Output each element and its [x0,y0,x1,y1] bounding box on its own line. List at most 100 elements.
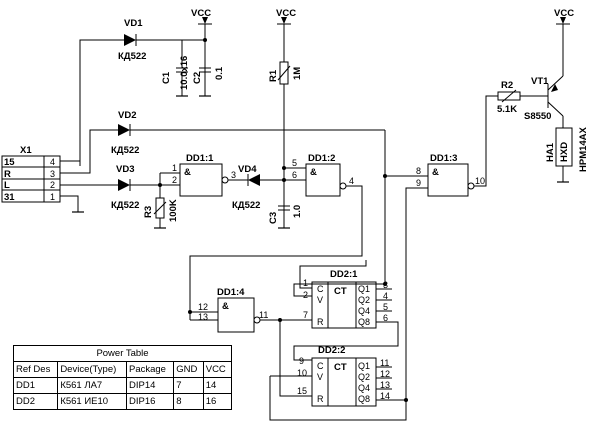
svg-text:0.1: 0.1 [214,66,225,80]
svg-text:8: 8 [416,166,421,176]
dd2-1-counter: DD2:1 CT C V R Q1 Q2 Q4 Q8 1 2 7 3 4 5 6 [303,269,388,329]
r2-resistor: R2 5.1K [497,80,548,115]
svg-text:2: 2 [50,180,55,190]
power-table-cell: 8 [173,393,204,410]
svg-text:&: & [222,301,229,312]
svg-text:3: 3 [231,170,236,180]
svg-text:&: & [184,167,191,178]
svg-text:4: 4 [50,157,55,167]
power-table-cell: DD2 [12,393,59,410]
r1-resistor: R1 1M [268,24,303,228]
svg-text:DD1:3: DD1:3 [430,153,457,164]
svg-text:6: 6 [383,313,388,323]
svg-text:15: 15 [297,386,307,396]
svg-text:2: 2 [172,175,177,185]
svg-text:HPM14AX: HPM14AX [578,126,589,172]
svg-text:L: L [4,180,10,191]
svg-text:11: 11 [259,310,268,320]
svg-text:100K: 100K [168,199,179,222]
power-table-header: Package [125,361,175,378]
vcc-symbol-left: VCC [191,8,212,25]
svg-text:4: 4 [383,291,388,301]
svg-text:V: V [317,295,323,305]
svg-text:VD3: VD3 [116,164,134,175]
ha1-buzzer: HXD HA1 HPM14AX [545,126,589,182]
svg-text:1: 1 [50,192,55,202]
svg-text:13: 13 [380,380,390,390]
svg-text:X1: X1 [20,145,32,156]
c1-capacitor: C1 10.0x16 [161,40,190,96]
svg-text:5: 5 [292,158,297,168]
svg-text:DD2:1: DD2:1 [330,269,358,280]
svg-text:DD2:2: DD2:2 [318,345,345,356]
svg-text:C: C [317,361,324,371]
power-table-cell: 14 [202,377,233,394]
svg-text:13: 13 [198,312,208,322]
svg-text:КД522: КД522 [232,200,260,211]
power-table-cell: DIP16 [125,393,175,410]
svg-text:12: 12 [380,369,390,379]
svg-text:R2: R2 [501,80,513,91]
svg-text:КД522: КД522 [111,200,139,211]
power-table-cell: DIP14 [125,377,175,394]
svg-text:R: R [4,169,11,180]
power-table-caption: Power Table [13,345,232,362]
power-table-row: DD1 К561 ЛА7 DIP14 7 14 [12,377,233,394]
dd1-3-nand-gate: & DD1:3 8 9 10 [416,153,485,197]
svg-text:CT: CT [334,286,347,297]
power-table: Power Table Ref Des Device(Type) Package… [12,345,233,410]
svg-text:C3: C3 [268,212,279,224]
svg-text:11: 11 [380,358,389,368]
dd1-2-nand-gate: & DD1:2 5 6 4 [292,153,354,197]
svg-text:Q1: Q1 [358,284,370,294]
vd2-diode: VD2 [118,110,385,136]
svg-text:31: 31 [4,192,15,203]
svg-text:C: C [317,284,324,294]
svg-text:Q4: Q4 [358,306,370,316]
svg-text:5.1K: 5.1K [497,104,517,115]
svg-text:12: 12 [198,302,208,312]
power-table-header: GND [173,361,204,378]
svg-text:7: 7 [303,310,308,320]
vd3-diode: VD3 КД522 [111,164,180,211]
power-table-cell: DD1 [12,377,59,394]
svg-text:VCC: VCC [276,8,296,19]
svg-text:6: 6 [292,170,297,180]
svg-text:9: 9 [299,356,304,366]
svg-text:HA1: HA1 [545,142,556,162]
svg-text:VCC: VCC [191,8,211,19]
svg-text:2: 2 [303,290,308,300]
vcc-symbol-right: VCC [554,8,574,25]
r3-resistor: R3 100K [143,172,180,228]
svg-text:КД522: КД522 [118,51,146,62]
svg-text:КД522: КД522 [111,145,139,156]
svg-text:1: 1 [172,163,177,173]
svg-text:Q8: Q8 [358,394,370,404]
svg-text:R3: R3 [143,206,154,218]
power-table-header-row: Ref Des Device(Type) Package GND VCC [12,361,233,378]
svg-text:V: V [317,372,323,382]
svg-text:VD2: VD2 [118,110,136,121]
svg-text:DD1:2: DD1:2 [308,153,335,164]
svg-text:10: 10 [475,176,485,186]
svg-text:VD1: VD1 [124,18,143,29]
svg-text:10.0x16: 10.0x16 [179,56,190,90]
svg-text:1M: 1M [292,67,303,80]
power-table-cell: К561 ЛА7 [57,377,127,394]
svg-text:&: & [432,167,439,178]
c3-capacitor: C3 1.0 [268,205,303,224]
power-table-cell: К561 ИЕ10 [57,393,127,410]
svg-text:R1: R1 [268,69,279,82]
svg-text:VCC: VCC [554,8,574,19]
c2-capacitor: C2 0.1 [192,40,225,84]
svg-text:Q8: Q8 [358,317,370,327]
svg-text:R: R [317,394,324,404]
power-table-header: Device(Type) [57,361,127,378]
svg-text:Q1: Q1 [358,361,370,371]
svg-text:VT1: VT1 [531,76,549,87]
dd2-2-counter: DD2:2 CT C V R Q1 Q2 Q4 Q8 9 10 15 11 12… [297,345,390,407]
svg-text:HXD: HXD [559,142,570,162]
svg-text:Q2: Q2 [358,295,370,305]
svg-text:1: 1 [303,278,308,288]
